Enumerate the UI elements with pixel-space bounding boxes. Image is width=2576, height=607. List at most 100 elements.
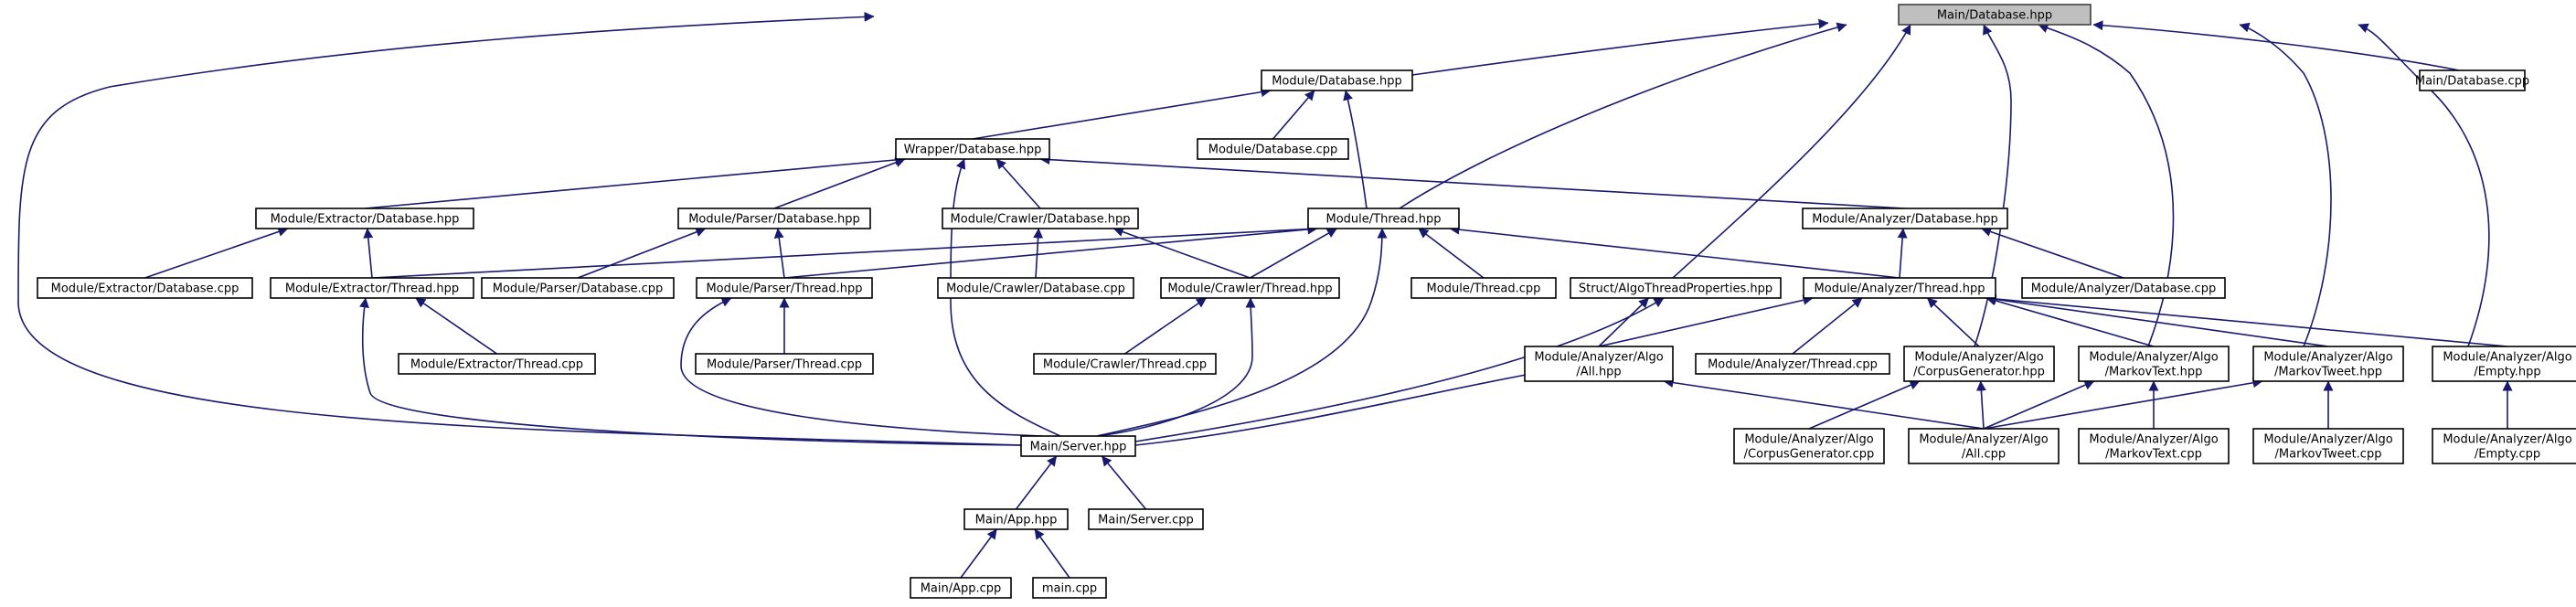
node-box xyxy=(2021,277,2226,299)
node-algo-thread-properties-hpp[interactable]: Struct/AlgoThreadProperties.hpp xyxy=(1570,277,1782,299)
node-label: Module/Extractor/Database.cpp xyxy=(51,282,240,296)
node-label: Module/Crawler/Thread.hpp xyxy=(1167,282,1332,296)
node-algo-corpus-generator-cpp[interactable]: Module/Analyzer/Algo/CorpusGenerator.cpp xyxy=(1733,428,1885,464)
node-label: /CorpusGenerator.hpp xyxy=(1913,366,2045,379)
node-algo-markov-text-hpp[interactable]: Module/Analyzer/Algo/MarkovText.hpp xyxy=(2078,346,2230,382)
node-label: /CorpusGenerator.cpp xyxy=(1744,448,1875,462)
node-box xyxy=(2078,346,2230,382)
node-module-thread-cpp[interactable]: Module/Thread.cpp xyxy=(1410,277,1557,299)
node-module-thread-hpp[interactable]: Module/Thread.hpp xyxy=(1307,208,1460,229)
node-box xyxy=(2432,346,2576,382)
node-box xyxy=(2432,428,2576,464)
node-module-database-cpp[interactable]: Module/Database.cpp xyxy=(1197,138,1349,160)
node-algo-empty-cpp[interactable]: Module/Analyzer/Algo/Empty.cpp xyxy=(2432,428,2576,464)
node-label: Module/Analyzer/Algo xyxy=(2443,433,2571,447)
node-algo-empty-hpp[interactable]: Module/Analyzer/Algo/Empty.hpp xyxy=(2432,346,2576,382)
node-parser-thread-hpp[interactable]: Module/Parser/Thread.hpp xyxy=(696,277,873,299)
node-algo-all-cpp[interactable]: Module/Analyzer/Algo/All.cpp xyxy=(1908,428,2060,464)
node-label: Main/App.cpp xyxy=(921,582,1002,596)
edge-module_database_cpp-to-module_database_hpp xyxy=(1272,90,1315,140)
node-label: Module/Analyzer/Thread.cpp xyxy=(1708,358,1878,372)
node-label: Module/Extractor/Thread.cpp xyxy=(410,358,583,372)
node-parser-database-cpp[interactable]: Module/Parser/Database.cpp xyxy=(481,277,675,299)
node-analyzer-database-hpp[interactable]: Module/Analyzer/Database.hpp xyxy=(1802,208,2008,229)
node-box xyxy=(1695,353,1890,375)
edge-parser_thread_hpp-to-parser_database_hpp xyxy=(773,228,785,279)
node-box xyxy=(1261,69,1413,91)
node-box xyxy=(398,353,596,375)
edge-crawler_thread_hpp-to-module_thread_hpp xyxy=(1250,228,1337,279)
edge-algo_empty_hpp-to-main_database_hpp xyxy=(2358,23,2490,347)
node-box xyxy=(1020,435,1136,457)
node-main-database-hpp: Main/Database.hpp xyxy=(1898,4,2092,26)
node-box xyxy=(1908,428,2060,464)
node-parser-database-hpp[interactable]: Module/Parser/Database.hpp xyxy=(677,208,871,229)
node-algo-corpus-generator-hpp[interactable]: Module/Analyzer/Algo/CorpusGenerator.hpp xyxy=(1903,346,2055,382)
node-box xyxy=(1524,346,1674,382)
edge-module_thread_cpp-to-module_thread_hpp xyxy=(1418,228,1485,279)
node-analyzer-thread-cpp[interactable]: Module/Analyzer/Thread.cpp xyxy=(1695,353,1890,375)
edge-algo_all_cpp-to-algo_all_hpp xyxy=(1663,378,1985,430)
node-analyzer-thread-hpp[interactable]: Module/Analyzer/Thread.hpp xyxy=(1803,277,1996,299)
node-box xyxy=(1410,277,1557,299)
node-crawler-database-hpp[interactable]: Module/Crawler/Database.hpp xyxy=(942,208,1139,229)
node-algo-markov-tweet-hpp[interactable]: Module/Analyzer/Algo/MarkovTweet.hpp xyxy=(2252,346,2404,382)
node-box xyxy=(1033,353,1217,375)
node-extractor-thread-cpp[interactable]: Module/Extractor/Thread.cpp xyxy=(398,353,596,375)
node-main-cpp[interactable]: main.cpp xyxy=(1032,577,1107,599)
node-box xyxy=(255,208,474,229)
node-algo-markov-tweet-cpp[interactable]: Module/Analyzer/Algo/MarkovTweet.cpp xyxy=(2252,428,2404,464)
node-label: Module/Thread.cpp xyxy=(1427,282,1541,296)
node-extractor-database-cpp[interactable]: Module/Extractor/Database.cpp xyxy=(37,277,253,299)
node-extractor-thread-hpp[interactable]: Module/Extractor/Thread.hpp xyxy=(270,277,474,299)
node-label: Module/Thread.hpp xyxy=(1326,213,1442,227)
node-box xyxy=(1733,428,1885,464)
node-label: Module/Analyzer/Thread.hpp xyxy=(1815,282,1985,296)
node-label: /Empty.hpp xyxy=(2474,366,2540,379)
edge-analyzer_thread_hpp-to-analyzer_database_hpp xyxy=(1897,228,1908,279)
node-algo-markov-text-cpp[interactable]: Module/Analyzer/Algo/MarkovText.cpp xyxy=(2078,428,2230,464)
edge-analyzer_thread_cpp-to-analyzer_thread_hpp xyxy=(1792,297,1863,355)
edge-extractor_thread_hpp-to-extractor_database_hpp xyxy=(363,228,374,279)
node-box xyxy=(963,508,1069,530)
edge-main_server_hpp-to-module_thread_hpp xyxy=(1096,228,1388,437)
node-main-app-cpp[interactable]: Main/App.cpp xyxy=(910,577,1012,599)
node-main-database-cpp[interactable]: Main/Database.cpp xyxy=(2415,69,2529,91)
node-crawler-thread-hpp[interactable]: Module/Crawler/Thread.hpp xyxy=(1160,277,1340,299)
edge-wrapper_database_hpp-to-module_database_hpp xyxy=(972,87,1272,140)
node-label: Module/Parser/Database.cpp xyxy=(493,282,664,296)
node-crawler-database-cpp[interactable]: Module/Crawler/Database.cpp xyxy=(937,277,1134,299)
node-parser-thread-cpp[interactable]: Module/Parser/Thread.cpp xyxy=(695,353,874,375)
node-box xyxy=(270,277,474,299)
node-box xyxy=(677,208,871,229)
node-box xyxy=(1160,277,1340,299)
node-main-app-hpp[interactable]: Main/App.hpp xyxy=(963,508,1069,530)
node-wrapper-database-hpp[interactable]: Wrapper/Database.hpp xyxy=(895,138,1050,160)
node-label: Module/Crawler/Database.cpp xyxy=(946,282,1125,296)
edge-crawler_thread_cpp-to-crawler_thread_hpp xyxy=(1124,297,1208,355)
edge-main_server_hpp-to-algo_thread_properties_hpp xyxy=(1134,297,1665,442)
node-extractor-database-hpp[interactable]: Module/Extractor/Database.hpp xyxy=(255,208,474,229)
node-algo-all-hpp[interactable]: Module/Analyzer/Algo/All.hpp xyxy=(1524,346,1674,382)
edge-extractor_database_hpp-to-wrapper_database_hpp xyxy=(364,154,906,209)
edge-algo_all_hpp-to-algo_thread_properties_hpp xyxy=(1598,297,1650,347)
node-label: Module/Analyzer/Algo xyxy=(2089,433,2218,447)
node-label: /Empty.cpp xyxy=(2475,448,2540,462)
node-box xyxy=(37,277,253,299)
node-crawler-thread-cpp[interactable]: Module/Crawler/Thread.cpp xyxy=(1033,353,1217,375)
node-label: Module/Extractor/Database.hpp xyxy=(271,213,460,227)
edge-algo_markov_tweet_hpp-to-main_database_hpp xyxy=(2239,22,2332,347)
node-analyzer-database-cpp[interactable]: Module/Analyzer/Database.cpp xyxy=(2021,277,2226,299)
node-box xyxy=(1197,138,1349,160)
node-main-server-cpp[interactable]: Main/Server.cpp xyxy=(1088,508,1204,530)
node-box xyxy=(2252,346,2404,382)
node-label: Module/Analyzer/Database.hpp xyxy=(1812,213,1998,227)
node-label: Module/Crawler/Thread.cpp xyxy=(1043,358,1207,372)
node-label: /MarkovTweet.cpp xyxy=(2275,448,2382,462)
node-main-server-hpp[interactable]: Main/Server.hpp xyxy=(1020,435,1136,457)
edge-analyzer_thread_hpp-to-module_thread_hpp xyxy=(1449,224,1900,279)
node-box xyxy=(937,277,1134,299)
edge-main_server_hpp-to-extractor_thread_hpp xyxy=(359,297,1022,446)
node-module-database-hpp[interactable]: Module/Database.hpp xyxy=(1261,69,1413,91)
